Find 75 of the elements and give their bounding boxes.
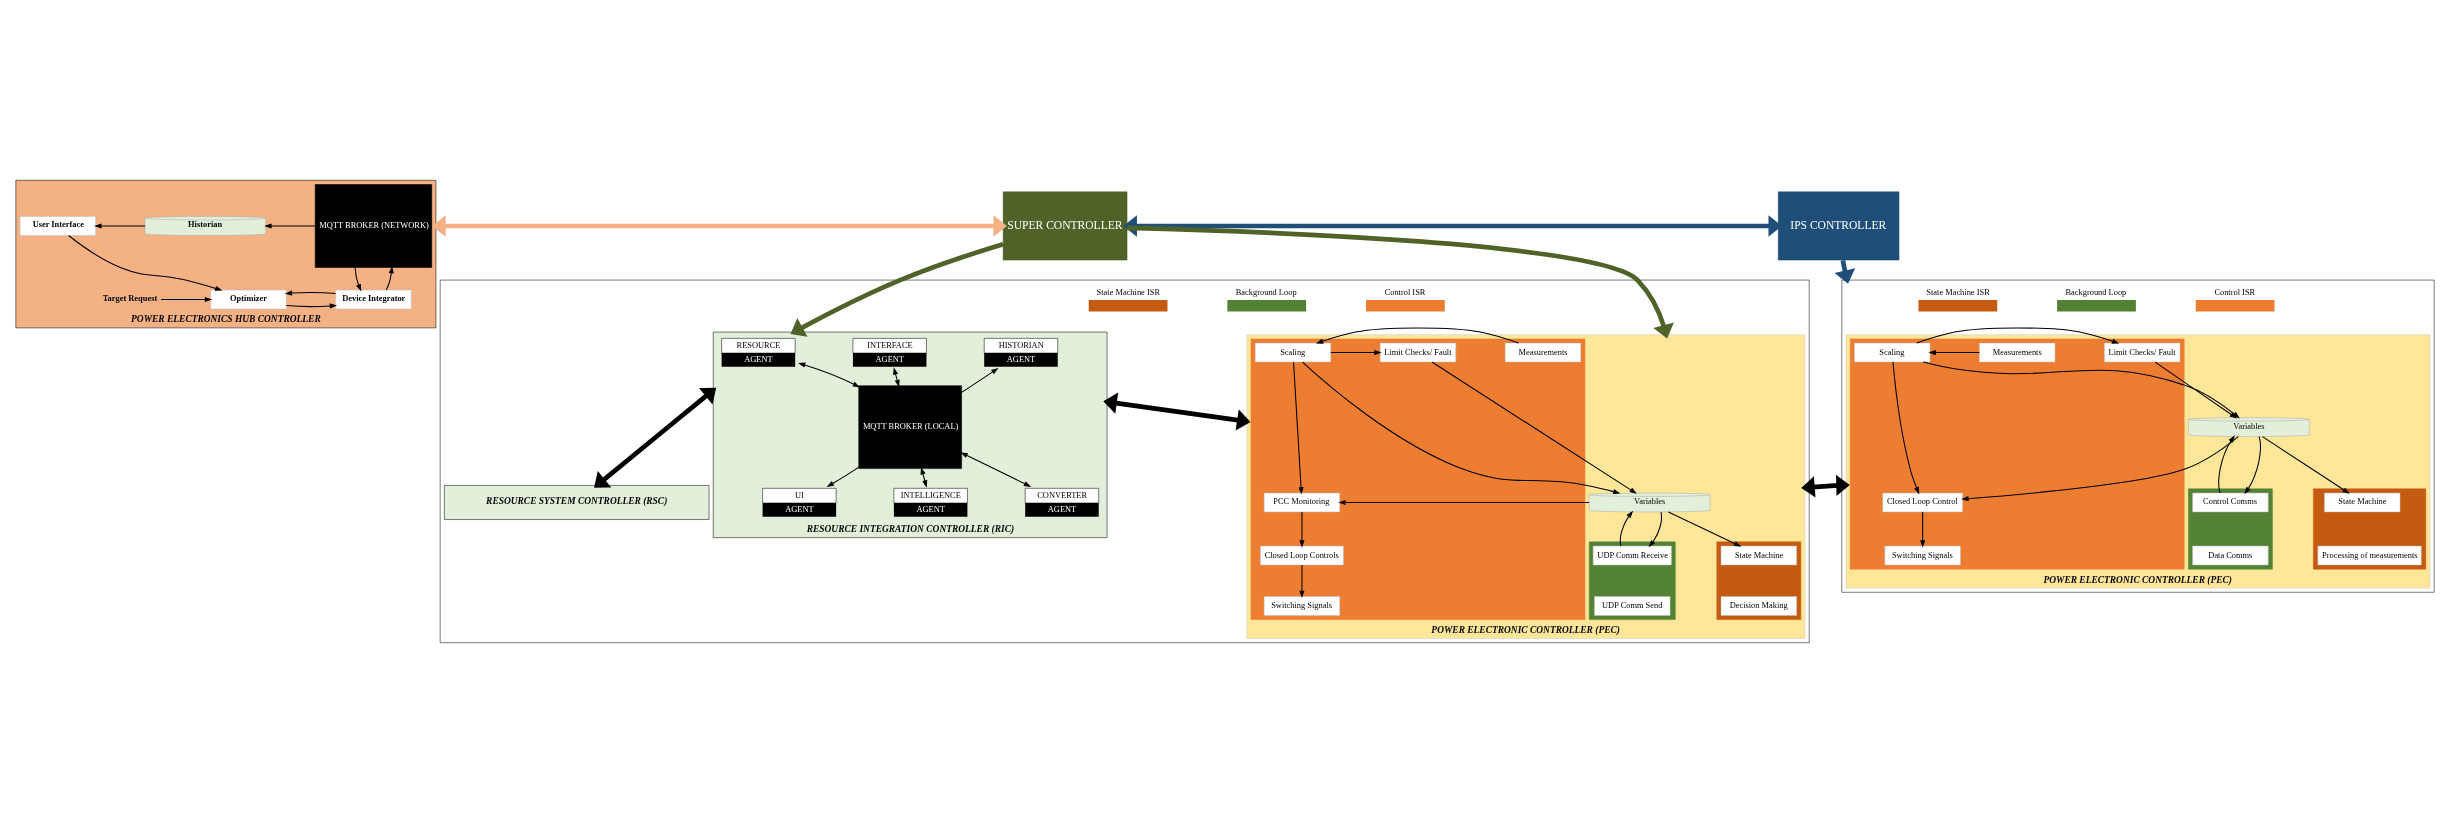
node-box: Switching Signals [1884, 545, 1961, 565]
cluster [439, 279, 1810, 643]
arrow [1299, 564, 1305, 598]
node-box: Optimizer [210, 289, 287, 309]
node-box: Control Comms [2192, 492, 2269, 512]
legend-label: Control ISR [1384, 287, 1426, 297]
arrow [1299, 511, 1305, 548]
node-box: MQTT BROKER (NETWORK) [314, 183, 433, 268]
arrow [1302, 361, 1621, 494]
arrow [94, 222, 146, 229]
arrow [285, 302, 338, 309]
arrow [264, 222, 316, 229]
arrow [1338, 499, 1590, 505]
node-box: State Machine [2324, 492, 2401, 512]
arrow [2218, 434, 2235, 493]
arrow [1648, 511, 1663, 547]
node-box: SUPER CONTROLLER [1002, 191, 1128, 260]
arrow [1667, 510, 1742, 547]
node-box: PCC Monitoring [1263, 492, 1340, 512]
node-box: Measurements [1979, 342, 2056, 362]
arrow [1431, 361, 1637, 494]
node-box: UDP Comm Receive [1592, 545, 1672, 565]
arrow [1892, 361, 1920, 494]
node-box: User Interface [19, 215, 96, 236]
arrow [594, 387, 717, 488]
arrow [1961, 435, 2239, 501]
legend-label: Background Loop [2065, 287, 2127, 297]
node-box: IPS CONTROLLER [1778, 191, 1900, 260]
legend-label: Background Loop [1235, 287, 1297, 297]
arrow [1315, 326, 1520, 344]
arrow [2244, 435, 2261, 494]
legend-label: State Machine ISR [1926, 287, 1990, 297]
legend-label: Control ISR [2214, 287, 2256, 297]
arrow [2261, 435, 2350, 494]
arrow [1928, 349, 1980, 355]
node-box: Switching Signals [1263, 595, 1340, 616]
node-box: RESOURCE SYSTEM CONTROLLER (RSC) [444, 484, 710, 520]
arrow [1103, 392, 1251, 430]
node-box: Scaling [1854, 342, 1931, 362]
arrow [1916, 326, 2120, 344]
arrow [920, 466, 928, 488]
arrow [160, 296, 213, 302]
node-box: Data Comms [2192, 545, 2269, 565]
arrow [1127, 224, 1674, 338]
arrow [960, 451, 1032, 487]
node-box: Scaling [1254, 342, 1332, 362]
arrow [961, 367, 999, 393]
arrow [790, 241, 1004, 337]
arrow [385, 265, 394, 290]
arrow [1619, 510, 1634, 547]
node-box: Limit Checks/ Fault [1379, 342, 1457, 362]
legend-label: State Machine ISR [1096, 287, 1160, 297]
node-box: Device Integrator [335, 289, 412, 309]
arrow [1330, 349, 1382, 355]
arrow [1920, 511, 1926, 548]
node-box: Decision Making [1720, 595, 1797, 616]
node-text: Target Request [102, 293, 158, 303]
arrow [893, 366, 900, 387]
arrow [354, 266, 362, 291]
node-box: Closed Loop Control [1882, 492, 1963, 512]
arrow [1293, 361, 1304, 495]
node-box: Closed Loop Controls [1260, 545, 1344, 565]
arrow [432, 214, 1007, 237]
node-box: UDP Comm Send [1594, 595, 1671, 616]
node-box: State Machine [1720, 545, 1797, 565]
node-box: Processing of measurements [2317, 545, 2422, 565]
arrow [798, 362, 861, 387]
node-box: MQTT BROKER (LOCAL) [858, 384, 962, 469]
arrow [68, 234, 223, 291]
arrow [1801, 474, 1850, 498]
arrow [826, 466, 860, 487]
arrow [284, 290, 337, 296]
node-box: Measurements [1504, 342, 1582, 362]
cluster [1841, 279, 2435, 593]
node-box: Limit Checks/ Fault [2104, 342, 2181, 362]
